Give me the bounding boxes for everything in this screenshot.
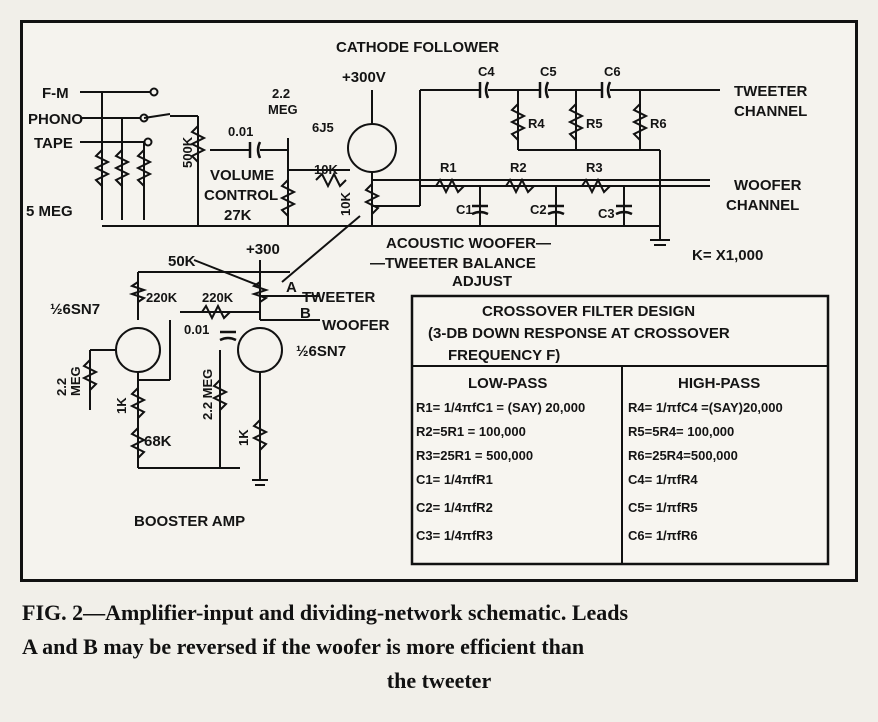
balance-line3: ADJUST xyxy=(452,273,512,290)
high-row-5: C5= 1/πfR5 xyxy=(628,500,698,515)
r4-label: R4 xyxy=(528,116,545,131)
figure-caption: FIG. 2—Amplifier-input and dividing-netw… xyxy=(0,596,878,698)
r220k-b-label: 220K xyxy=(202,290,234,305)
lead-a-label: A xyxy=(286,279,297,296)
high-row-2: R5=5R4= 100,000 xyxy=(628,424,734,439)
booster-woofer-label: WOOFER xyxy=(322,317,390,334)
wiring xyxy=(80,87,720,486)
five-meg-label: 5 MEG xyxy=(26,203,73,220)
low-row-2: R2=5R1 = 100,000 xyxy=(416,424,526,439)
r10k-a-label: 10K xyxy=(314,162,338,177)
tweeter-channel-line2: CHANNEL xyxy=(734,103,807,120)
k-note-label: K= X1,000 xyxy=(692,247,763,264)
low-row-3: R3=25R1 = 500,000 xyxy=(416,448,533,463)
high-row-6: C6= 1/πfR6 xyxy=(628,528,698,543)
tweeter-channel-line1: TWEETER xyxy=(734,83,807,100)
r220k-a-label: 220K xyxy=(146,290,178,305)
volume-label: VOLUME xyxy=(210,167,274,184)
balance-line2: —TWEETER BALANCE xyxy=(370,255,536,272)
high-row-3: R6=25R4=500,000 xyxy=(628,448,738,463)
r1k-right-label: 1K xyxy=(236,429,251,446)
c6-label: C6 xyxy=(604,64,621,79)
low-row-5: C2= 1/4πfR2 xyxy=(416,500,493,515)
c001-top-label: 0.01 xyxy=(228,124,253,139)
c001-booster-label: 0.01 xyxy=(184,322,209,337)
r68k-label: 68K xyxy=(144,433,172,450)
table-title-2: (3-DB DOWN RESPONSE AT CROSSOVER xyxy=(428,325,730,342)
meg22-left-b-label: MEG xyxy=(68,366,83,396)
caption-line-1: FIG. 2—Amplifier-input and dividing-netw… xyxy=(22,600,629,625)
control-label: CONTROL xyxy=(204,187,278,204)
woofer-channel-line1: WOOFER xyxy=(734,177,802,194)
sn7-left-label: ½6SN7 xyxy=(50,301,100,318)
r50k-label: 50K xyxy=(168,253,196,270)
meg22-top-b-label: MEG xyxy=(268,102,298,117)
high-row-1: R4= 1/πfC4 =(SAY)20,000 xyxy=(628,400,783,415)
resistors xyxy=(81,103,649,459)
r2-label: R2 xyxy=(510,160,527,175)
schematic-frame: CATHODE FOLLOWER +300V F-M PHONO TAPE 5 … xyxy=(20,20,858,582)
low-row-1: R1= 1/4πfC1 = (SAY) 20,000 xyxy=(416,400,585,415)
r3-label: R3 xyxy=(586,160,603,175)
phono-input-label: PHONO xyxy=(28,111,83,128)
balance-line1: ACOUSTIC WOOFER— xyxy=(386,235,551,252)
booster-tweeter-label: TWEETER xyxy=(302,289,375,306)
c2-label: C2 xyxy=(530,202,547,217)
high-pass-head: HIGH-PASS xyxy=(678,375,760,392)
schematic-diagram: CATHODE FOLLOWER +300V F-M PHONO TAPE 5 … xyxy=(20,20,858,582)
low-row-4: C1= 1/4πfR1 xyxy=(416,472,493,487)
table-title-1: CROSSOVER FILTER DESIGN xyxy=(482,303,695,320)
meg22-top-a-label: 2.2 xyxy=(272,86,290,101)
supply-mid-label: +300 xyxy=(246,241,280,258)
meg22-right-label: 2.2 MEG xyxy=(200,369,215,420)
supply-top-label: +300V xyxy=(342,69,386,86)
tape-input-label: TAPE xyxy=(34,135,73,152)
meg22-left-a-label: 2.2 xyxy=(54,378,69,396)
capacitors xyxy=(219,81,633,342)
high-row-4: C4= 1/πfR4 xyxy=(628,472,698,487)
table-title-3: FREQUENCY F) xyxy=(448,347,560,364)
caption-line-3: the tweeter xyxy=(386,668,492,693)
woofer-channel-line2: CHANNEL xyxy=(726,197,799,214)
low-pass-head: LOW-PASS xyxy=(468,375,547,392)
r1-label: R1 xyxy=(440,160,457,175)
r5-label: R5 xyxy=(586,116,603,131)
c1-label: C1 xyxy=(456,202,473,217)
fm-input-label: F-M xyxy=(42,85,69,102)
r1k-left-label: 1K xyxy=(114,397,129,414)
booster-amp-label: BOOSTER AMP xyxy=(134,513,245,530)
r500k-label: 500K xyxy=(180,136,195,168)
c4-label: C4 xyxy=(478,64,495,79)
sn7-right-label: ½6SN7 xyxy=(296,343,346,360)
lead-b-label: B xyxy=(300,305,311,322)
r27k-label: 27K xyxy=(224,207,252,224)
tube-6j5-label: 6J5 xyxy=(312,120,334,135)
r10k-b-label: 10K xyxy=(338,192,353,216)
caption-line-2: A and B may be reversed if the woofer is… xyxy=(22,634,585,659)
c3-label: C3 xyxy=(598,206,615,221)
c5-label: C5 xyxy=(540,64,557,79)
r6-label: R6 xyxy=(650,116,667,131)
crossover-table: CROSSOVER FILTER DESIGN (3-DB DOWN RESPO… xyxy=(410,294,830,566)
low-row-6: C3= 1/4πfR3 xyxy=(416,528,493,543)
title-label: CATHODE FOLLOWER xyxy=(336,39,499,56)
